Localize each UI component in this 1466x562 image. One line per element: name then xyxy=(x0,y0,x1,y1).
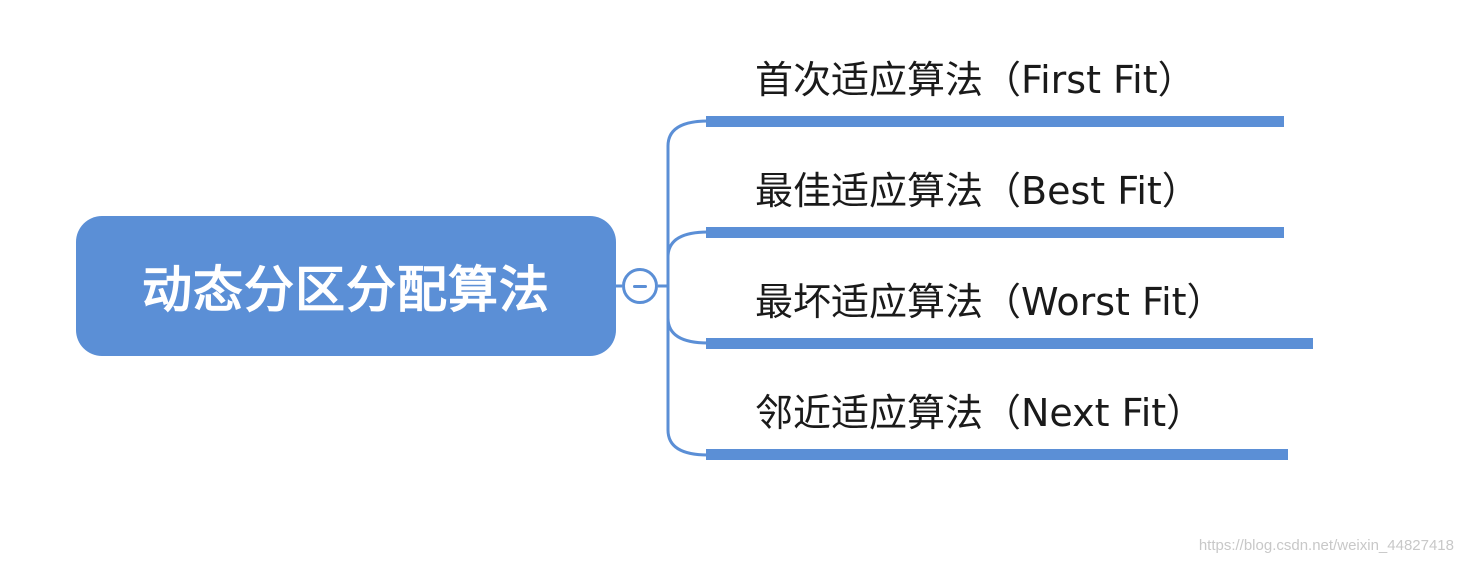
branch-connector-worst xyxy=(666,317,709,345)
branch-node-best-fit[interactable]: 最佳适应算法（Best Fit） xyxy=(755,169,1200,213)
branch-underline-next-fit xyxy=(706,449,1288,460)
collapse-toggle[interactable] xyxy=(622,268,658,304)
branch-underline-first-fit xyxy=(706,116,1284,127)
branch-spine xyxy=(666,119,709,457)
branch-underline-worst-fit xyxy=(706,338,1313,349)
branch-node-worst-fit[interactable]: 最坏适应算法（Worst Fit） xyxy=(755,280,1225,324)
root-node-label: 动态分区分配算法 xyxy=(142,261,550,319)
branch-node-next-fit[interactable]: 邻近适应算法（Next Fit） xyxy=(755,391,1205,435)
root-node[interactable]: 动态分区分配算法 xyxy=(76,216,616,356)
watermark-text: https://blog.csdn.net/weixin_44827418 xyxy=(1198,537,1454,554)
minus-icon xyxy=(633,285,647,288)
branch-node-first-fit[interactable]: 首次适应算法（First Fit） xyxy=(755,58,1196,102)
branch-connector-best xyxy=(666,230,709,258)
branch-underline-best-fit xyxy=(706,227,1284,238)
